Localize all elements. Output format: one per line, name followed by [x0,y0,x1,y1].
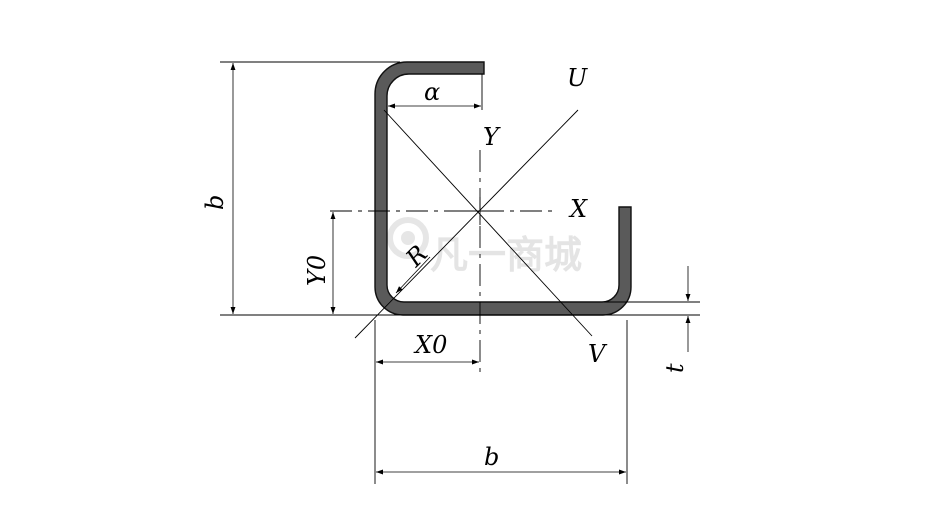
u-axis-line [354,109,579,339]
label-v: V [588,340,608,368]
v-axis-line [383,109,593,337]
label-u: U [567,64,588,92]
label-b-bottom: b [484,443,499,471]
radius-leader [395,256,431,294]
channel-profile [374,61,632,316]
label-y: Y [483,123,501,151]
label-r: R [400,240,433,273]
label-a: α [424,78,440,106]
watermark: 凡一商城 [387,217,582,277]
label-t: t [661,363,689,373]
label-x: X [568,195,588,223]
label-b-left: b [201,195,229,210]
label-x0: X0 [413,331,447,359]
watermark-text: 凡一商城 [430,233,582,277]
label-y0: Y0 [303,255,331,286]
